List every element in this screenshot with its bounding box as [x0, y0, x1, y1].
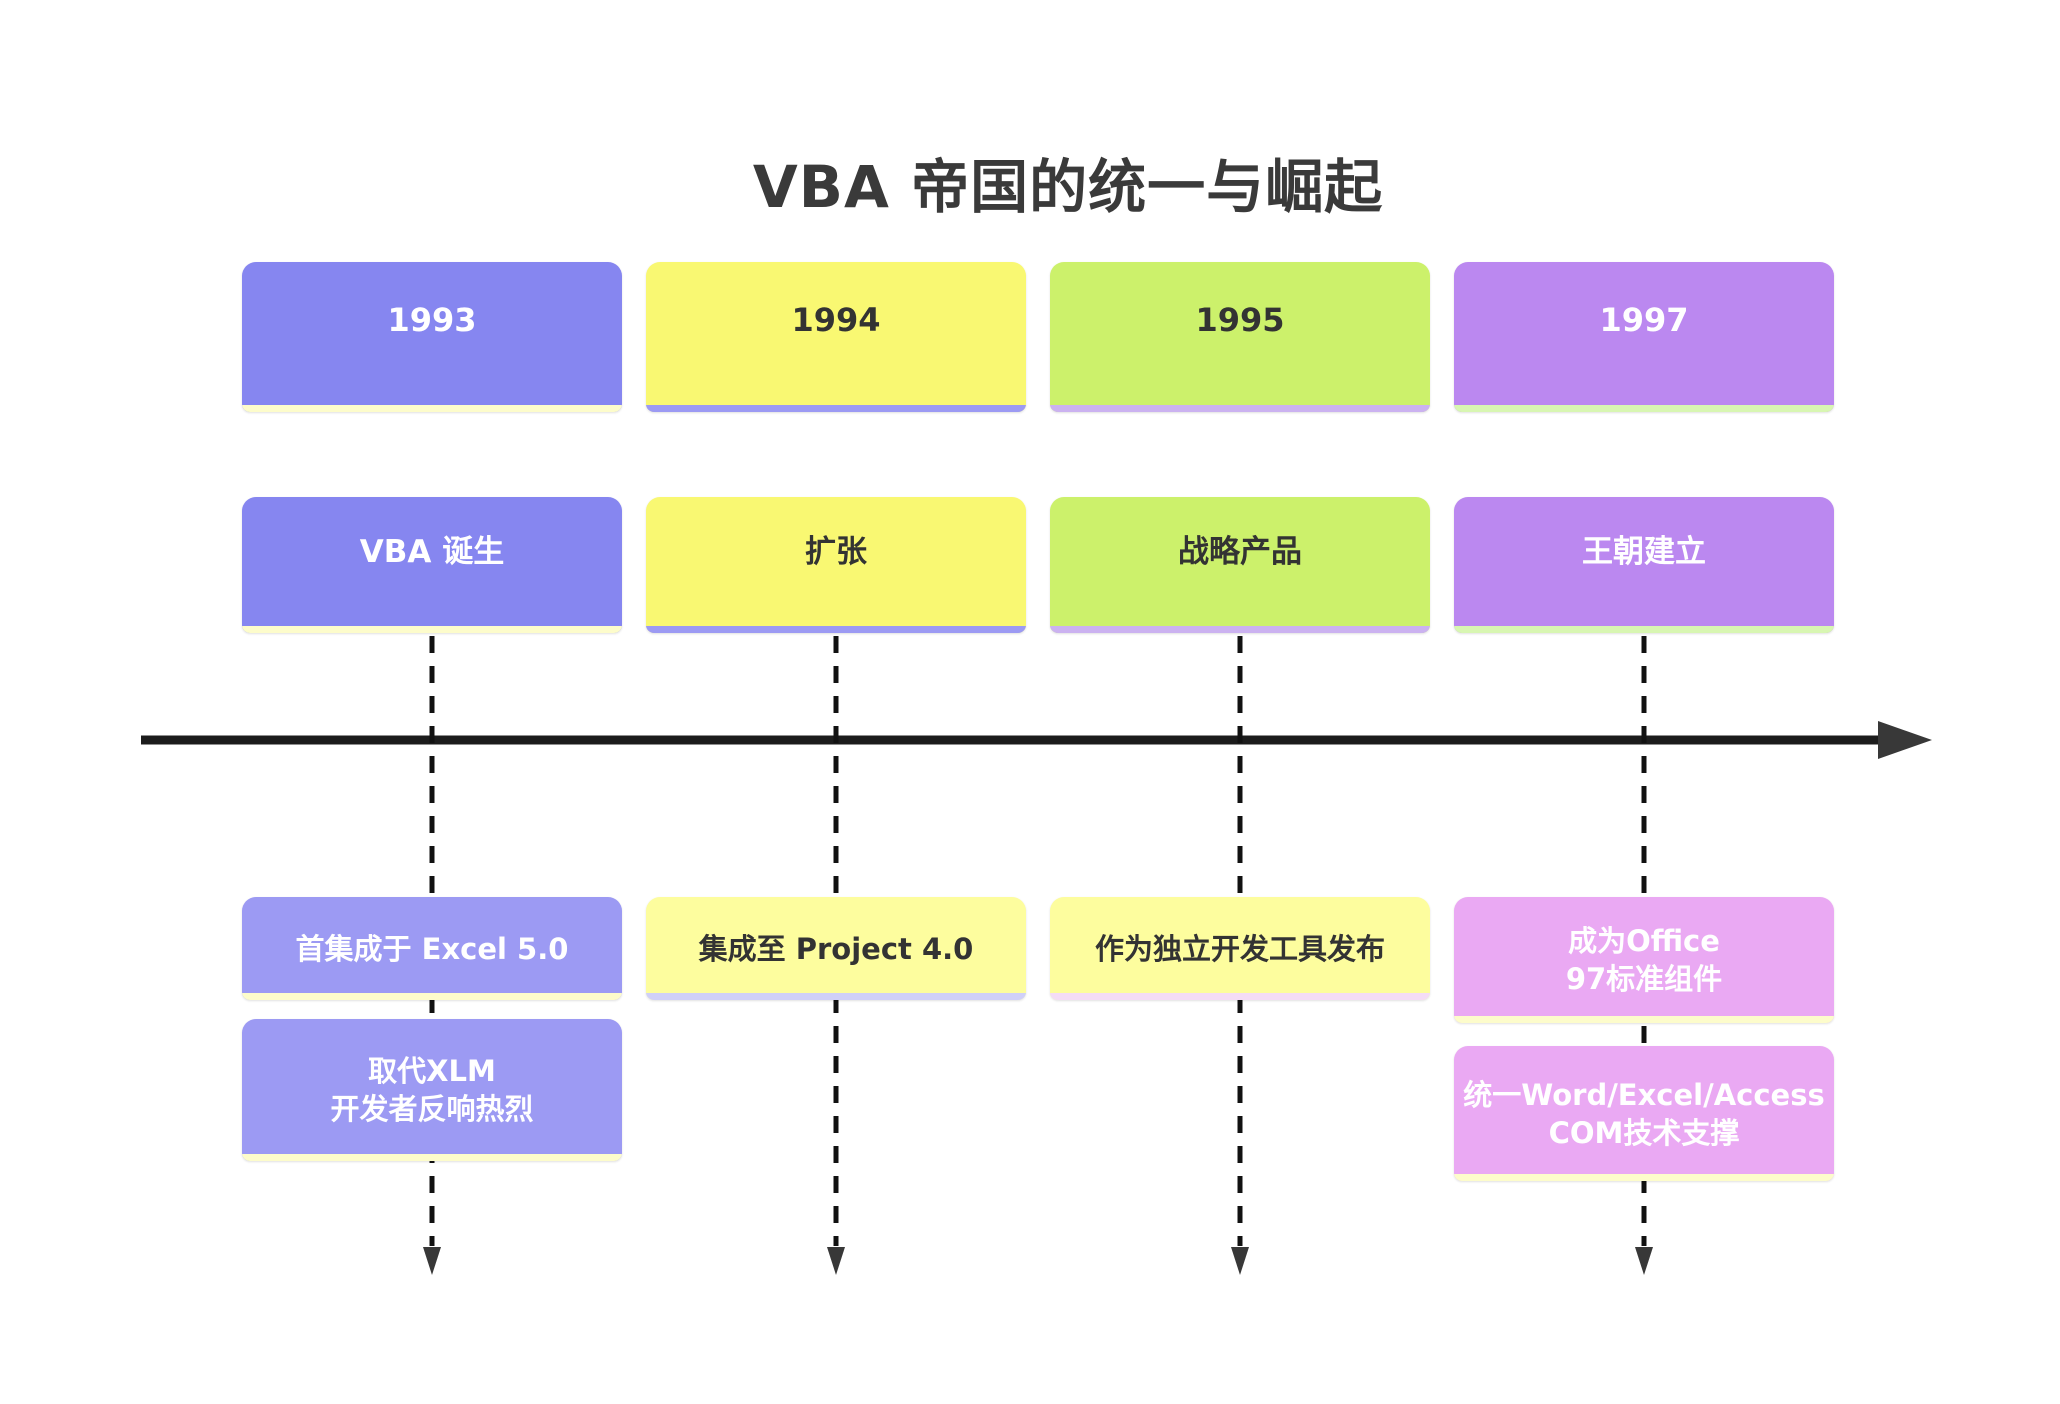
period-label: 王朝建立 — [1582, 533, 1706, 570]
event-text: 作为独立开发工具发布 — [1094, 931, 1385, 966]
connector-arrowhead-icon-1997 — [1635, 1247, 1653, 1275]
period-label: 战略产品 — [1178, 533, 1302, 570]
event-text-line: 统一Word/Excel/Access — [1463, 1077, 1825, 1112]
event-text: 集成至 Project 4.0 — [698, 931, 974, 966]
year-label: 1995 — [1195, 301, 1285, 339]
period-box-strip — [1050, 626, 1430, 633]
timeline-axis-arrowhead-icon — [1878, 721, 1932, 759]
event-text-line: 成为Office — [1568, 924, 1720, 958]
year-label: 1997 — [1599, 301, 1689, 339]
event-box-1993-1: 首集成于 Excel 5.0 — [242, 897, 622, 1000]
period-box-1997: 王朝建立 — [1454, 497, 1834, 633]
period-label: 扩张 — [805, 533, 867, 570]
year-box-strip — [646, 405, 1026, 412]
period-box-1995: 战略产品 — [1050, 497, 1430, 633]
period-box-strip — [1454, 626, 1834, 633]
event-box-strip — [1454, 1174, 1834, 1181]
year-label: 1994 — [791, 301, 881, 339]
event-text-line: 97标准组件 — [1565, 962, 1723, 996]
period-label: VBA 诞生 — [359, 533, 505, 570]
year-box-1997: 1997 — [1454, 262, 1834, 412]
event-box-1997-2: 统一Word/Excel/Access COM技术支撑 — [1454, 1046, 1834, 1181]
event-box-strip — [242, 993, 622, 1000]
event-text-line: 开发者反响热烈 — [330, 1092, 534, 1126]
event-box-strip — [1050, 993, 1430, 1000]
year-box-1994: 1994 — [646, 262, 1026, 412]
event-box-strip — [242, 1154, 622, 1161]
connector-arrowhead-icon-1995 — [1231, 1247, 1249, 1275]
event-box-1993-2: 取代XLM 开发者反响热烈 — [242, 1019, 622, 1161]
event-box-strip — [1454, 1016, 1834, 1023]
event-box-strip — [646, 993, 1026, 1000]
event-text-line: COM技术支撑 — [1548, 1115, 1740, 1150]
event-text-line: 取代XLM — [368, 1054, 496, 1088]
diagram-title: VBA 帝国的统一与崛起 — [752, 153, 1384, 221]
connector-arrowhead-icon-1994 — [827, 1247, 845, 1275]
year-box-1993: 1993 — [242, 262, 622, 412]
period-box-strip — [242, 626, 622, 633]
year-label: 1993 — [387, 301, 477, 339]
year-box-strip — [1454, 405, 1834, 412]
period-box-1993: VBA 诞生 — [242, 497, 622, 633]
event-box-1994-1: 集成至 Project 4.0 — [646, 897, 1026, 1000]
year-box-strip — [242, 405, 622, 412]
event-box-1997-1: 成为Office 97标准组件 — [1454, 897, 1834, 1023]
period-box-strip — [646, 626, 1026, 633]
connector-arrowhead-icon-1993 — [423, 1247, 441, 1275]
event-box-1995-1: 作为独立开发工具发布 — [1050, 897, 1430, 1000]
event-text: 首集成于 Excel 5.0 — [295, 931, 569, 966]
year-box-strip — [1050, 405, 1430, 412]
period-box-1994: 扩张 — [646, 497, 1026, 633]
year-box-1995: 1995 — [1050, 262, 1430, 412]
